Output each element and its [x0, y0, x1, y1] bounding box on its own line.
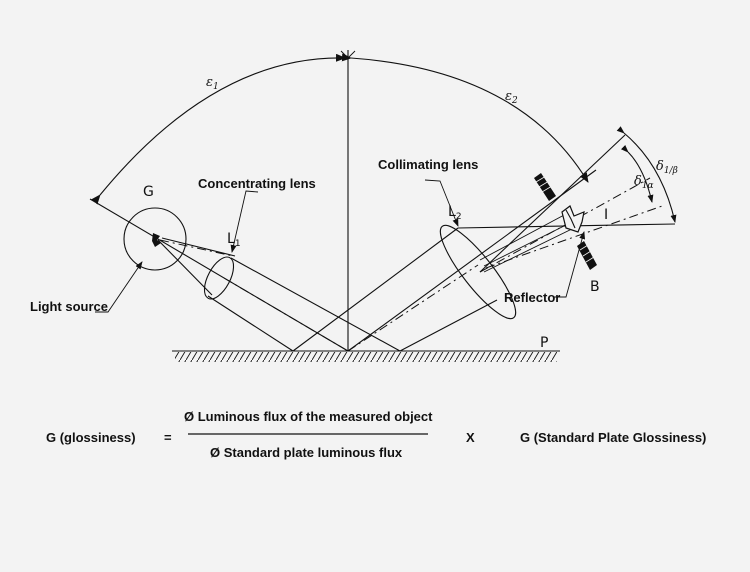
label-g: G — [143, 184, 154, 200]
field-stop-slit — [565, 209, 576, 229]
label-concentrating-lens: Concentrating lens — [198, 176, 316, 191]
cone-ray-2 — [483, 225, 579, 273]
leader-collimating-lens — [424, 179, 459, 227]
label-i: I — [604, 207, 608, 223]
label-epsilon-2: ε2 — [505, 89, 518, 106]
angle-arc-delta-1b — [616, 126, 677, 223]
label-l2: L2 — [448, 204, 462, 222]
reflected-beam-upper — [292, 227, 459, 352]
cone-upper-edge — [161, 237, 236, 257]
leader-concentrating-lens — [230, 190, 259, 253]
diaphragm-upper — [534, 173, 556, 201]
formula-equals: = — [164, 430, 172, 445]
label-delta-1a: δ1α — [634, 174, 654, 191]
label-p: P — [540, 335, 548, 351]
cone-axis-dashed — [159, 239, 234, 257]
reflected-beam-lower — [399, 299, 498, 352]
formula-rhs: G (Standard Plate Glossiness) — [520, 430, 707, 445]
diaphragm-lower — [577, 241, 597, 270]
cone-lower-edge — [157, 239, 213, 296]
incident-axis — [89, 198, 349, 352]
label-b: B — [590, 279, 600, 295]
lamp-filament — [152, 233, 161, 247]
label-delta-1b: δ1/β — [656, 159, 678, 176]
incident-beam-upper — [230, 257, 401, 352]
cone-ray-3 — [479, 213, 567, 261]
label-l1: L1 — [227, 231, 241, 249]
surface-hatching — [175, 352, 557, 362]
angle-arc-epsilon-1 — [91, 53, 346, 205]
reflected-beam-center — [347, 264, 479, 352]
receiver-axis-dashed-2 — [485, 204, 666, 269]
angle-arc-delta-1a — [620, 144, 654, 203]
label-reflector: Reflector — [504, 290, 560, 305]
label-light-source: Light source — [30, 299, 108, 314]
leader-light-source — [95, 261, 143, 313]
formula-times: X — [466, 430, 475, 445]
light-source-circle — [123, 207, 187, 271]
formula-lhs: G (glossiness) — [46, 430, 136, 445]
concentrating-lens-l1 — [203, 256, 235, 300]
label-epsilon-1: ε1 — [206, 75, 219, 92]
reflected-axis — [347, 169, 597, 352]
angle-arc-epsilon-2 — [341, 53, 589, 183]
formula-denominator: Ø Standard plate luminous flux — [210, 445, 403, 460]
incident-beam-lower — [207, 295, 294, 352]
leader-reflector — [553, 231, 586, 298]
receiver-beam-upper — [479, 134, 626, 273]
cone-ray-1 — [483, 221, 573, 267]
field-stop — [561, 205, 585, 233]
incident-beam-center — [223, 277, 349, 352]
label-collimating-lens: Collimating lens — [378, 157, 478, 172]
formula-numerator: Ø Luminous flux of the measured object — [184, 409, 433, 424]
